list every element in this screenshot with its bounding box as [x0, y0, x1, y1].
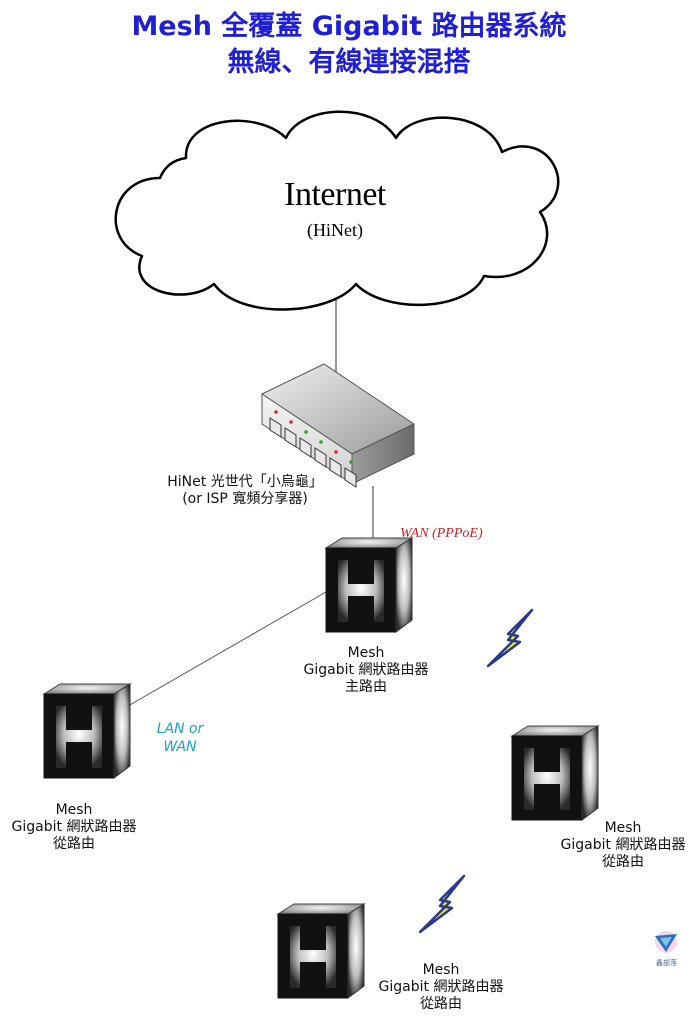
right-router-label-line1: Mesh: [604, 820, 642, 836]
lan-link-label-line2: WAN: [163, 739, 197, 755]
modem-led: [334, 450, 338, 454]
modem-port: [344, 467, 357, 488]
modem-port: [284, 427, 297, 448]
bottom-router-icon: [277, 903, 365, 999]
modem-port: [329, 457, 342, 478]
modem-port: [269, 417, 282, 438]
lan-link-label: LAN or WAN: [150, 720, 210, 756]
left-router-label-line3: 從路由: [53, 836, 95, 852]
wireless-signal-icon-1: [486, 608, 534, 668]
left-router-label-line2: Gigabit 網狀路由器: [11, 819, 137, 835]
modem-port: [299, 437, 312, 458]
right-router-label: Mesh Gigabit 網狀路由器 從路由: [548, 820, 698, 871]
left-router-label-line1: Mesh: [55, 802, 93, 818]
isp-label: (HiNet): [307, 220, 363, 240]
lan-link-label-line1: LAN or: [156, 721, 204, 737]
main-router-label: Mesh Gigabit 網狀路由器 主路由: [286, 645, 446, 696]
bottom-router-label: Mesh Gigabit 網狀路由器 從路由: [366, 962, 516, 1013]
left-router-icon: [43, 683, 131, 779]
diagram-title-line1: Mesh 全覆蓋 Gigabit 路由器系統: [131, 11, 567, 42]
internet-label: Internet: [284, 176, 386, 213]
site-logo-text: 鑫部落: [656, 959, 677, 967]
main-router-icon: [325, 537, 413, 633]
main-to-left-router-link: [127, 591, 327, 707]
modem-label-line2: (or ISP 寬頻分享器): [182, 491, 308, 507]
modem-led: [304, 430, 308, 434]
bottom-router-label-line3: 從路由: [420, 996, 462, 1012]
right-router-icon: [511, 725, 599, 821]
bottom-router-label-line1: Mesh: [422, 962, 460, 978]
main-router-label-line1: Mesh: [347, 645, 385, 661]
left-router-label: Mesh Gigabit 網狀路由器 從路由: [0, 802, 148, 853]
modem-label: HiNet 光世代「小烏龜」 (or ISP 寬頻分享器): [130, 474, 360, 508]
modem-label-line1: HiNet 光世代「小烏龜」: [167, 474, 323, 490]
right-router-label-line2: Gigabit 網狀路由器: [560, 837, 686, 853]
bottom-router-label-line2: Gigabit 網狀路由器: [378, 979, 504, 995]
modem-led: [274, 410, 278, 414]
right-router-label-line3: 從路由: [602, 854, 644, 870]
modem-switch-icon: [260, 363, 416, 488]
main-router-label-line2: Gigabit 網狀路由器: [303, 662, 429, 678]
internet-cloud: [114, 110, 560, 311]
modem-led: [289, 420, 293, 424]
wireless-signal-icon-2: [418, 874, 466, 934]
modem-led: [319, 440, 323, 444]
main-router-label-line3: 主路由: [345, 679, 387, 695]
site-logo-icon: [655, 931, 677, 953]
wan-link-label: WAN (PPPoE): [400, 526, 483, 541]
diagram-title-line2: 無線、有線連接混搭: [227, 47, 471, 78]
modem-port: [314, 447, 327, 468]
modem-led: [349, 460, 353, 464]
